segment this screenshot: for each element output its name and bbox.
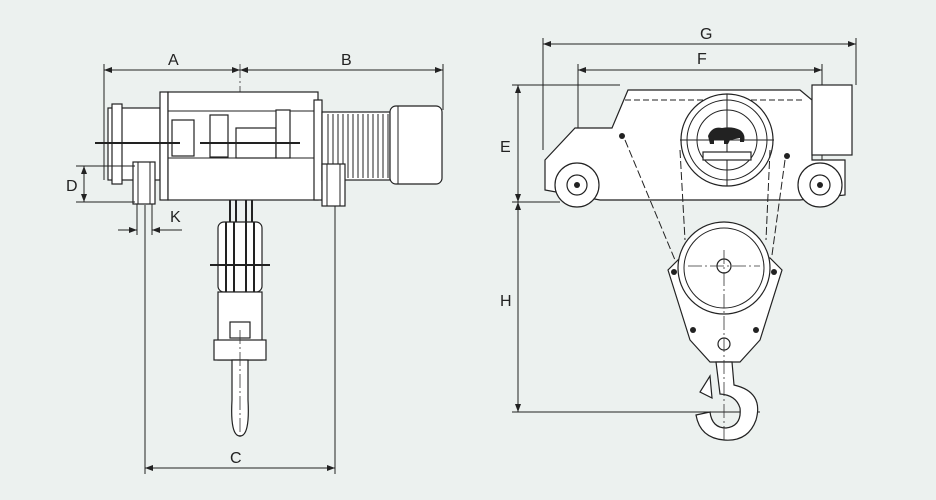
dimension-d: D [66, 165, 135, 203]
dimension-a: A [103, 52, 240, 180]
drum-logo [680, 93, 774, 187]
label-f: F [697, 51, 707, 68]
label-c: C [230, 450, 242, 467]
label-b: B [341, 52, 352, 69]
trolley-wheels [132, 161, 346, 207]
hook-block-front [667, 221, 783, 441]
hoist-body [95, 91, 323, 201]
bear-logo-icon [708, 127, 745, 144]
label-k: K [170, 209, 181, 226]
motor [321, 105, 443, 185]
dimension-h: H [500, 202, 760, 413]
label-a: A [168, 52, 179, 69]
label-g: G [700, 26, 712, 43]
hook-block-side [210, 200, 270, 440]
dimension-k: K [118, 204, 182, 235]
dimension-b: B [240, 52, 444, 110]
label-e: E [500, 139, 511, 156]
front-view: G F E H [500, 26, 857, 441]
dimension-c: C [144, 205, 336, 474]
label-d: D [66, 178, 78, 195]
side-view: A B [66, 52, 444, 474]
dimension-g: G [542, 26, 857, 150]
label-h: H [500, 293, 512, 310]
ropes [624, 139, 786, 261]
